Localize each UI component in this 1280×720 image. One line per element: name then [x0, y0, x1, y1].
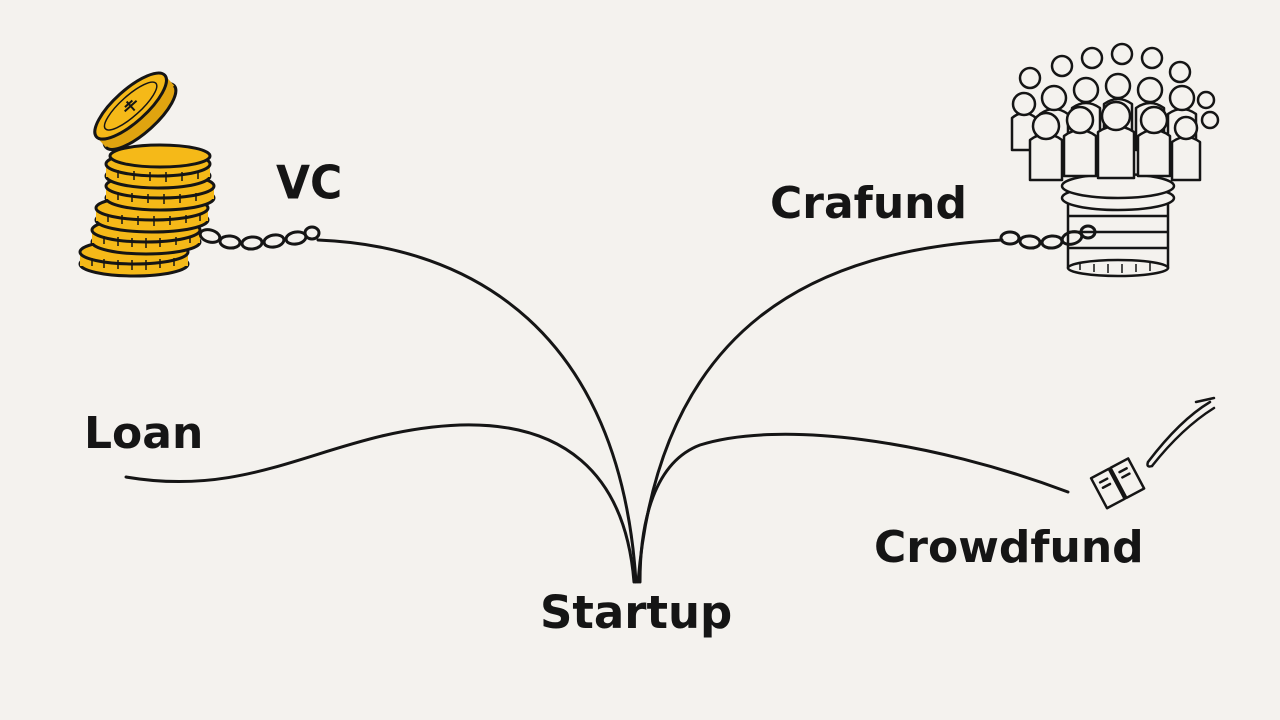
connector-crafund — [636, 238, 1004, 584]
label-vc: VC — [276, 156, 343, 211]
label-loan: Loan — [84, 408, 204, 459]
vc-chain-icon — [198, 225, 321, 251]
coin-stack-icon — [78, 71, 216, 278]
label-crowdfund: Crowdfund — [874, 522, 1144, 573]
crafund-chain-icon — [999, 224, 1097, 250]
crowd-on-coin-stack-icon — [1010, 42, 1220, 278]
connector-vc — [316, 238, 638, 584]
connector-crowdfund — [638, 432, 1070, 584]
label-startup: Startup — [540, 586, 733, 639]
label-crafund: Crafund — [770, 178, 967, 229]
connector-loan — [124, 423, 636, 584]
banknote-with-pen-icon — [1089, 396, 1216, 510]
